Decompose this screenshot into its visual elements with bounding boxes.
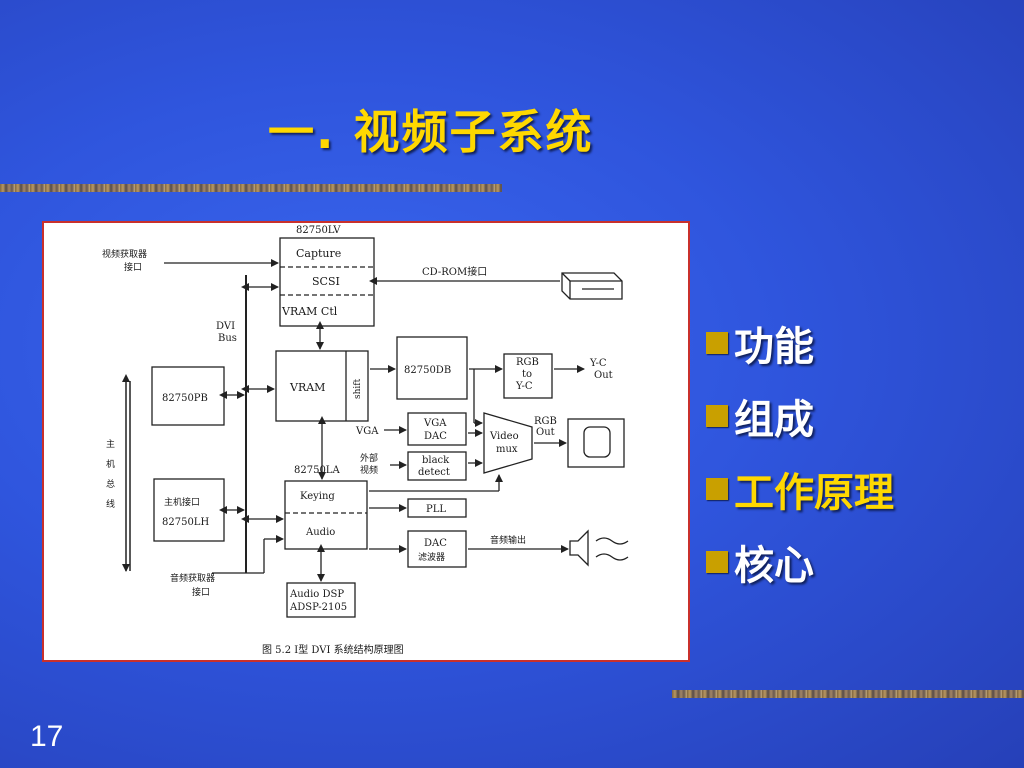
bullet-label: 核心 (734, 542, 814, 589)
bullet-item-principle: 工作原理 (706, 452, 894, 525)
pb-label: 82750PB (162, 393, 208, 404)
vga-dac-block (407, 412, 467, 446)
rgb-out-label-2: Out (536, 427, 555, 438)
host-bus-char-4: 线 (106, 498, 115, 510)
black-detect-label-2: detect (418, 467, 450, 478)
la-label: 82750LA (294, 465, 340, 476)
scsi-label: SCSI (312, 275, 340, 288)
decorative-band-top (0, 184, 502, 192)
dac-filter-block (407, 530, 467, 568)
bullet-item-function: 功能 (706, 306, 894, 379)
rgb-yc-label-1: RGB (516, 357, 539, 368)
bullet-label: 组成 (734, 396, 814, 443)
chip-lv-label: 82750LV (296, 225, 341, 236)
audio-in-label-2: 接口 (192, 586, 210, 598)
db-block (396, 336, 468, 400)
video-mux-block (483, 412, 533, 474)
decorative-band-bottom (672, 690, 1024, 698)
vga-dac-label-1: VGA (423, 418, 447, 429)
black-detect-label-1: black (422, 455, 450, 466)
ext-video-label-1: 外部 (360, 452, 378, 464)
keying-label: Keying (300, 491, 335, 502)
host-bus-char-2: 机 (106, 458, 115, 470)
vram-label: VRAM (289, 381, 325, 394)
rgb-yc-label-3: Y-C (515, 381, 533, 392)
speaker-icon (569, 529, 589, 567)
figure-caption: 图 5.2 Ⅰ型 DVI 系统结构原理图 (262, 643, 404, 656)
dvi-bus-label: DVI (216, 321, 235, 332)
bullet-square-icon (706, 550, 728, 573)
bullet-item-core: 核心 (706, 525, 894, 598)
page-number: 17 (30, 720, 64, 753)
video-in-label: 视频获取器 (102, 248, 147, 260)
vga-label: VGA (355, 426, 379, 437)
host-interface-block (153, 478, 225, 542)
black-detect-block (407, 451, 467, 481)
video-mux-label-1: Video (489, 431, 519, 442)
bullet-label: 功能 (734, 323, 814, 370)
bullet-label: 工作原理 (734, 469, 894, 516)
cdrom-drive-icon (561, 272, 623, 300)
pll-block (407, 498, 467, 518)
monitor-icon (567, 418, 625, 468)
vram-ctl-label: VRAM Ctl (281, 305, 338, 318)
dsp-label-2: ADSP-2105 (289, 602, 347, 613)
host-bus-char-3: 总 (106, 478, 115, 490)
bullet-item-composition: 组成 (706, 379, 894, 452)
dvi-bus-label-2: Bus (218, 333, 237, 344)
db-label: 82750DB (404, 365, 451, 376)
audio-dsp-block (286, 582, 356, 618)
dsp-label-1: Audio DSP (289, 589, 344, 600)
audio-out-label: 音频输出 (490, 534, 526, 546)
ext-video-label-2: 视频 (360, 464, 378, 476)
pll-label: PLL (426, 504, 446, 515)
yc-out-label-1: Y-C (589, 358, 607, 369)
capture-label: Capture (296, 247, 341, 260)
la-block (284, 480, 368, 550)
dvi-diagram-figure: 82750LV Capture SCSI VRAM Ctl 视频获取器 接口 C… (42, 221, 690, 662)
bullet-list: 功能 组成 工作原理 核心 (706, 306, 894, 598)
rgb-yc-block (503, 353, 553, 399)
bullet-square-icon (706, 331, 728, 354)
video-in-label-2: 接口 (124, 261, 142, 273)
audio-label: Audio (305, 527, 335, 538)
bullet-square-icon (706, 404, 728, 427)
dac-label-1: DAC (424, 538, 447, 549)
host-bus-char-1: 主 (106, 438, 115, 450)
audio-in-label-1: 音频获取器 (170, 572, 215, 584)
dac-label-2: 滤波器 (418, 551, 445, 563)
rgb-yc-label-2: to (522, 369, 532, 380)
cdrom-label: CD-ROM接口 (422, 265, 487, 278)
host-if-label-1: 主机接口 (164, 496, 200, 508)
bullet-square-icon (706, 477, 728, 500)
vga-dac-label-2: DAC (424, 431, 447, 442)
slide-title: 一. 视频子系统 (268, 105, 594, 159)
dvi-diagram: 82750LV Capture SCSI VRAM Ctl 视频获取器 接口 C… (102, 225, 629, 656)
rgb-out-label-1: RGB (534, 416, 557, 427)
video-mux-label-2: mux (496, 444, 518, 455)
host-if-label-2: 82750LH (162, 517, 209, 528)
yc-out-label-2: Out (594, 370, 613, 381)
shift-label: shift (353, 378, 363, 399)
